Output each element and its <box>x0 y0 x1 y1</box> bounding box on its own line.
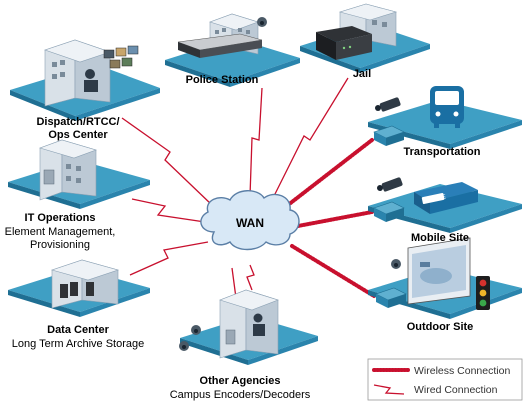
wired-link-jail <box>271 77 349 201</box>
remote-devices: POLICE <box>373 86 490 310</box>
it-operations-title: IT Operations <box>25 212 96 224</box>
mobile-site-title: Mobile Site <box>411 232 469 244</box>
building-datacenter <box>50 259 120 309</box>
other-agencies-subtitle: Campus Encoders/Decoders <box>170 389 311 401</box>
wired-link-other2 <box>246 264 255 291</box>
legend-wired-label: Wired Connection <box>414 384 498 396</box>
monitor-wall-icon <box>103 45 139 69</box>
router-icon <box>373 125 405 146</box>
wan-cloud: WAN <box>200 190 300 251</box>
wired-link-police <box>249 87 263 197</box>
server-rack-icon <box>316 26 372 60</box>
data-center-subtitle: Long Term Archive Storage <box>12 338 144 350</box>
building-it <box>39 139 97 201</box>
server-appliance-icon <box>177 33 263 58</box>
legend-wireless-label: Wireless Connection <box>414 365 510 377</box>
building-dispatch <box>44 39 111 107</box>
transportation-title: Transportation <box>403 146 480 158</box>
data-center-title: Data Center <box>47 324 109 336</box>
wireless-link-outdoor <box>290 244 376 298</box>
other-agencies-title: Other Agencies <box>200 375 281 387</box>
wireless-links <box>286 138 376 298</box>
it-operations-subtitle-line1: Element Management, <box>5 226 116 238</box>
video-feed-icon <box>407 237 471 305</box>
wan-label: WAN <box>236 216 264 230</box>
jail-title: Jail <box>353 68 371 80</box>
wireless-link-transportation <box>286 138 374 207</box>
camera-dome-icon <box>179 325 201 351</box>
it-operations-subtitle-line2: Provisioning <box>30 239 90 251</box>
camera-icon <box>375 97 401 112</box>
labels: Dispatch/RTCC/ Ops Center Police Station… <box>5 68 481 401</box>
router-icon <box>373 201 405 222</box>
wired-link-dispatch <box>121 117 213 206</box>
building-other <box>219 289 279 359</box>
wired-link-it <box>131 198 206 223</box>
wired-legend-swatch <box>373 384 405 395</box>
camera-dome-icon <box>257 17 267 27</box>
dispatch-title-line1: Dispatch/RTCC/ <box>36 116 119 128</box>
dispatch-title-line2: Ops Center <box>48 129 108 141</box>
bus-icon <box>430 86 464 128</box>
legend: Wireless Connection Wired Connection <box>367 358 523 401</box>
outdoor-site-title: Outdoor Site <box>407 321 474 333</box>
router-icon <box>375 287 407 308</box>
camera-dome-icon <box>391 259 401 269</box>
camera-icon <box>377 177 403 192</box>
wireless-link-mobile <box>296 210 374 228</box>
police-vehicle-icon: POLICE <box>414 182 478 214</box>
traffic-light-icon <box>476 276 490 310</box>
police-station-title: Police Station <box>186 74 259 86</box>
platform-police <box>165 38 300 87</box>
vehicle-text: POLICE <box>424 194 447 204</box>
buildings <box>39 3 398 359</box>
wired-link-datacenter <box>129 241 209 276</box>
